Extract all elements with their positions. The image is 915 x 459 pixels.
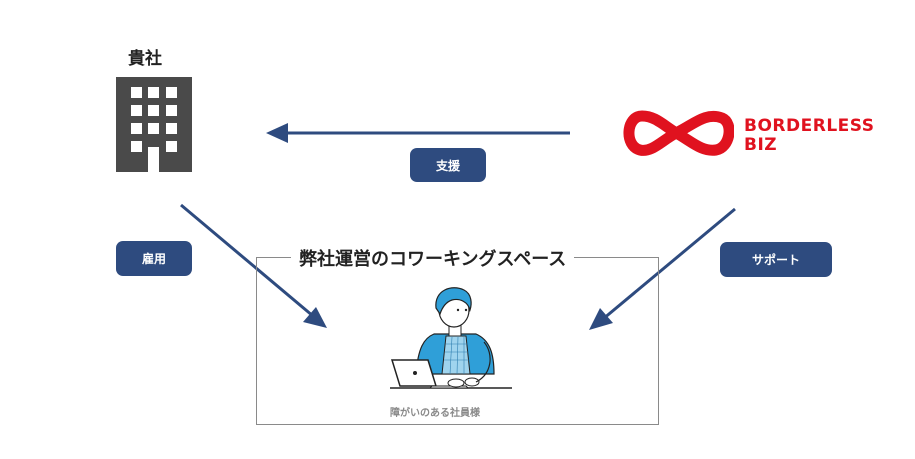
building-icon: [116, 77, 192, 172]
coworking-space-title: 弊社運営のコワーキングスペース: [291, 245, 575, 271]
assistance-arrow-line: [602, 207, 736, 321]
brand-name-line2: BIZ: [744, 135, 778, 155]
support-badge: 支援: [410, 148, 486, 182]
employment-arrowhead: [303, 307, 327, 328]
assistance-arrowhead: [589, 308, 613, 330]
company-label: 貴社: [128, 49, 162, 69]
assistance-badge: サポート: [720, 242, 832, 277]
worker-caption: 障がいのある社員様: [390, 408, 480, 419]
employment-badge: 雇用: [116, 241, 192, 276]
person-laptop-icon: [390, 287, 512, 389]
support-arrowhead: [266, 123, 288, 143]
borderless-logo-icon: [623, 110, 734, 156]
brand-name-line1: BORDERLESS: [744, 116, 875, 136]
employment-arrow-line: [180, 203, 314, 318]
